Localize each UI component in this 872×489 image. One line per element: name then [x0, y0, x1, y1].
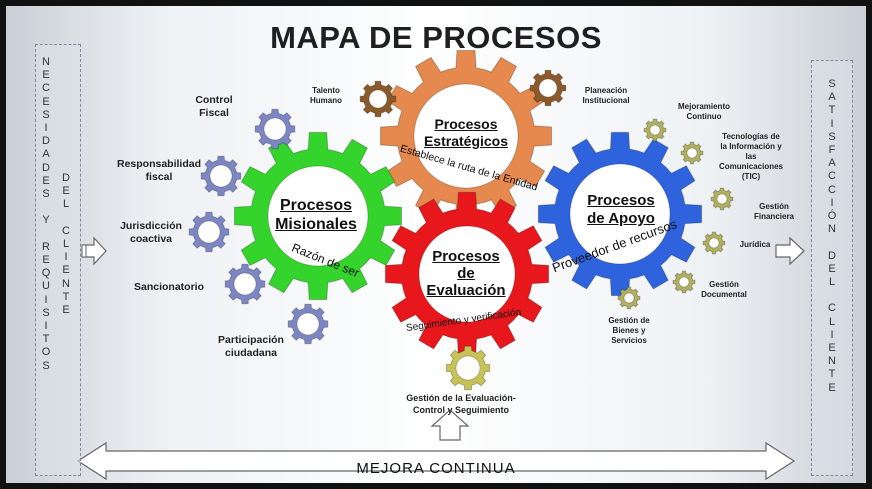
apoyo-small-gear-hole	[623, 292, 635, 304]
jurisdiccion-coactiva-label: Jurisdicción coactiva	[120, 220, 182, 245]
gestion-documental-label: Gestión Documental	[701, 280, 747, 299]
misional-small-gear-hole	[296, 312, 320, 336]
evaluation-gear-hole	[418, 225, 516, 323]
planeacion-gear-hole	[538, 78, 558, 98]
participacion-ciudadana-label: Participación ciudadana	[218, 334, 284, 359]
sancionatorio-label: Sancionatorio	[133, 281, 204, 293]
double-arrow-icon	[76, 441, 796, 481]
gestion-financiera-label: Gestión Financiera	[753, 202, 794, 221]
responsabilidad-fiscal-label: Responsabilidad fiscal	[116, 158, 201, 183]
misional-small-gear-hole	[263, 117, 287, 141]
control-fiscal-label: Control Fiscal	[195, 94, 233, 119]
support-processes-title: Procesos de Apoyo	[587, 192, 655, 227]
strategic-processes-title: Procesos Estratégicos	[423, 116, 509, 149]
planeacion-institucional-label: Planeación Institucional	[582, 86, 630, 105]
apoyo-small-gear-hole	[708, 237, 720, 249]
mejoramiento-continuo-label: Mejoramiento Continuo	[677, 102, 730, 121]
support-gear-hole	[569, 163, 671, 265]
evaluation-processes-title: Procesos de Evaluación	[426, 248, 506, 299]
tic-label: Tecnologías de la Información y las Comu…	[718, 132, 783, 181]
apoyo-small-gear-hole	[649, 124, 661, 136]
arrow-up-icon	[430, 409, 470, 441]
talento-humano-label: Talento Humano	[310, 86, 342, 105]
apoyo-small-gear-hole	[678, 276, 690, 288]
page-title: MAPA DE PROCESOS	[270, 20, 602, 55]
missional-gear-hole	[267, 165, 369, 267]
right-satisfaction-panel	[811, 60, 853, 476]
arrow-right-icon	[775, 236, 805, 266]
gestion-bienes-servicios-label: Gestión de Bienes y Servicios	[608, 316, 650, 345]
misional-small-gear-hole	[197, 220, 221, 244]
apoyo-small-gear-hole	[716, 193, 728, 205]
mejora-continua-label: MEJORA CONTINUA	[356, 460, 516, 477]
juridica-label: Jurídica	[739, 240, 771, 249]
missional-processes-title: Procesos Misionales	[275, 197, 357, 233]
misional-small-gear-hole	[233, 272, 257, 296]
evaluacion-small-gear-hole	[455, 355, 481, 381]
arrow-right-icon-tail	[81, 244, 87, 258]
left-needs-panel	[35, 44, 81, 476]
gestion-evaluacion-label: Gestión de la Evaluación- Control y Segu…	[406, 393, 516, 415]
apoyo-small-gear-hole	[686, 147, 698, 159]
talento-gear-hole	[368, 89, 388, 109]
strategic-gear-hole	[413, 83, 519, 189]
misional-small-gear-hole	[209, 164, 233, 188]
